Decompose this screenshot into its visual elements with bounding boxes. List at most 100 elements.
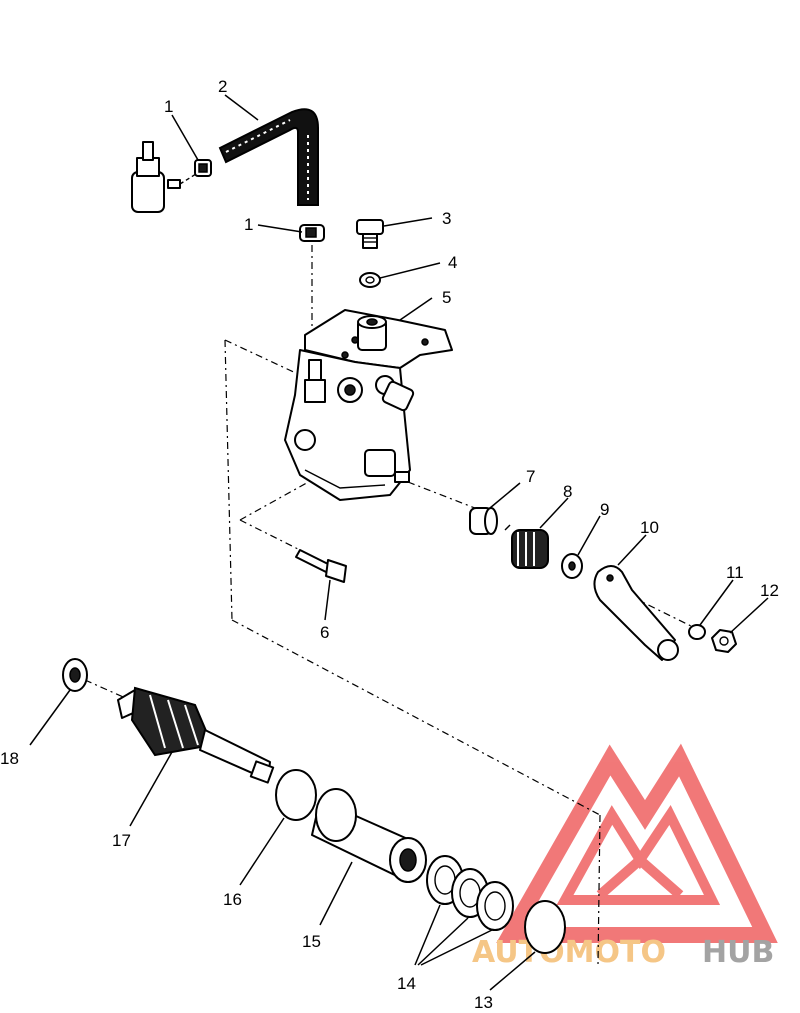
leader-14a: [414, 904, 441, 966]
boundary-top: [224, 339, 301, 376]
callout-6: 6: [320, 623, 329, 642]
pump-nipple: [308, 359, 322, 381]
callout-16: 16: [223, 890, 242, 909]
leader-16: [239, 817, 285, 886]
pump-shaft-stub: [394, 471, 410, 483]
watermark-text-secondary: HUB: [702, 935, 774, 970]
pump-flange: [304, 469, 386, 489]
watermark-triangle-outer: [496, 743, 778, 943]
leader-5: [399, 297, 433, 321]
shaft-axis-2: [617, 589, 696, 629]
clamp-lower-detail: [305, 227, 317, 238]
callout-2: 2: [218, 77, 227, 96]
leader-14b: [417, 917, 469, 966]
leader-13: [489, 951, 536, 991]
boundary-diagonal: [231, 619, 601, 816]
oil-hose: [218, 108, 319, 206]
hose-outline: [218, 108, 319, 206]
boundary-left: [224, 339, 233, 621]
leader-17: [129, 751, 173, 827]
leader-10: [617, 534, 647, 566]
pump-rivet-2: [421, 338, 429, 346]
callout-11: 11: [726, 563, 744, 582]
callout-9: 9: [600, 500, 609, 519]
hex-nut-hole: [719, 636, 729, 646]
callout-12: 12: [760, 581, 779, 600]
hose-texture: [225, 119, 291, 153]
watermark-triangle-inner: [556, 805, 721, 905]
leader-1a: [171, 114, 199, 161]
leader-15: [319, 861, 353, 926]
watermark-text-primary: AUTOMOTO: [472, 935, 666, 970]
mounting-bolt-shank: [295, 549, 331, 573]
sealing-washer: [359, 272, 381, 288]
leader-4: [379, 262, 441, 279]
callout-3: 3: [442, 209, 451, 228]
lever-end-boss: [657, 639, 679, 661]
watermark-logo: AUTOMOTO HUB: [472, 743, 778, 970]
gear-teeth: [130, 686, 214, 757]
shaft-axis-1: [407, 481, 481, 511]
thrust-washer-hole: [69, 667, 81, 683]
gear-shaft-end: [249, 760, 275, 784]
callout-17: 17: [112, 831, 131, 850]
shaft-bushing: [311, 788, 427, 883]
control-lever: [593, 565, 679, 661]
pump-port-1-hole: [344, 384, 356, 396]
pump-housing: [284, 349, 411, 501]
leader-3: [383, 217, 433, 227]
callout-10: 10: [640, 518, 659, 537]
pump-inlet-hole: [366, 318, 378, 326]
nozzle-axis: [179, 173, 197, 185]
leader-14c: [420, 929, 493, 966]
bushing-front: [315, 788, 357, 842]
callout-8: 8: [563, 482, 572, 501]
hose-clamp-lower: [299, 224, 325, 242]
injector-nozzle: [131, 141, 197, 213]
boundary-right: [597, 814, 601, 966]
pump-rivet-1: [351, 336, 359, 344]
leader-6: [324, 579, 331, 621]
leader-9: [577, 515, 601, 556]
shaft-o-ring: [275, 769, 317, 821]
banjo-bolt: [356, 219, 384, 249]
leader-2: [224, 94, 259, 121]
spring-coil: [511, 529, 549, 569]
leader-12: [729, 597, 769, 634]
callout-13: 13: [474, 993, 493, 1012]
callout-18: 18: [0, 749, 19, 768]
drive-gear-shaft: [117, 686, 275, 784]
pump-nipple-base: [304, 379, 326, 403]
nozzle-tip: [142, 141, 154, 161]
spacer-collar: [469, 507, 498, 535]
callout-labels: 1 2 1 3 4 5 7 8 9 10 11 12 6 18 17 16 15…: [0, 77, 779, 1012]
leader-lines: [29, 94, 769, 991]
pump-mount-hole: [294, 429, 316, 451]
sealing-washer-hole: [365, 276, 375, 284]
oil-pump-body: [284, 309, 453, 501]
callout-1-lower: 1: [244, 215, 253, 234]
nozzle-stud: [167, 179, 181, 189]
collar-face: [484, 507, 498, 535]
callout-4: 4: [448, 253, 457, 272]
callout-14: 14: [397, 974, 416, 993]
leader-1b: [257, 224, 303, 233]
pump-side-fitting: [381, 380, 415, 412]
lever-pivot-hole: [606, 574, 614, 582]
lock-washer: [688, 624, 706, 640]
nozzle-body: [131, 171, 165, 213]
leader-7: [489, 482, 521, 509]
callout-1-upper: 1: [164, 97, 173, 116]
shim-3: [476, 881, 514, 931]
clamp-upper-detail: [198, 163, 208, 173]
shim-stack: [426, 855, 514, 931]
hex-nut: [711, 629, 737, 653]
plain-washer-hole: [568, 561, 576, 571]
gear-tooth-line-3: [184, 704, 199, 746]
callout-5: 5: [442, 288, 451, 307]
mounting-bolt: [295, 549, 347, 583]
leader-8: [539, 497, 569, 529]
bolt-head: [356, 219, 384, 235]
